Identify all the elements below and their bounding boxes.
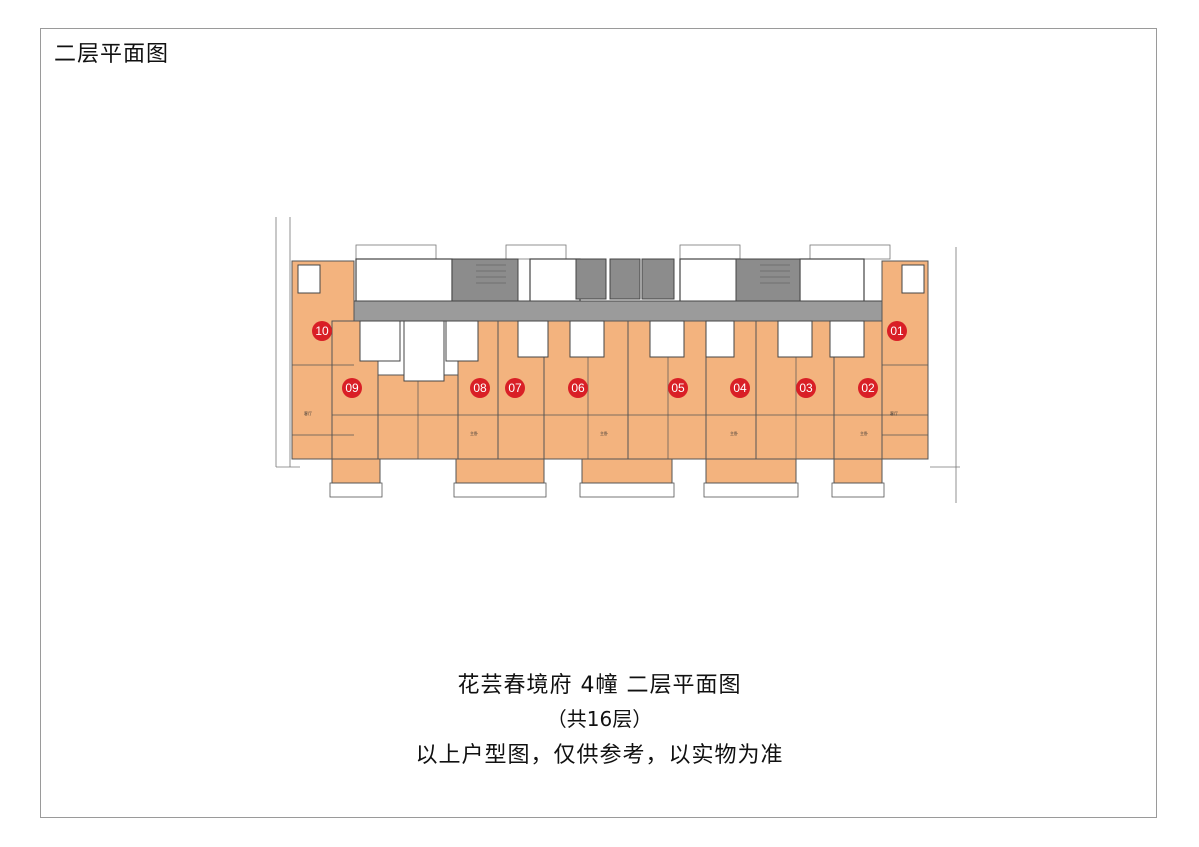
service-pockets [297,264,925,382]
balcony-rails [329,482,885,498]
svg-text:09: 09 [345,381,359,395]
page-title: 二层平面图 [54,42,170,67]
unit-badge-10: 10 [312,321,332,341]
svg-text:04: 04 [733,381,747,395]
top-rooms [355,258,865,304]
svg-text:07: 07 [508,381,522,395]
svg-text:01: 01 [890,324,904,338]
balconies [331,458,883,484]
unit-badge-01: 01 [887,321,907,341]
svg-text:02: 02 [861,381,875,395]
corridor [331,300,913,322]
svg-text:05: 05 [671,381,685,395]
caption-floor-count: （共16层） [546,707,653,731]
partitions [292,357,928,459]
svg-text:主卧: 主卧 [470,430,478,436]
caption-project-title: 花芸春境府 4幢 二层平面图 [457,673,742,698]
svg-text:客厅: 客厅 [304,410,312,416]
unit-badge-06: 06 [568,378,588,398]
room-labels: 客厅 客厅 主卧 主卧 主卧 主卧 [304,410,898,436]
svg-text:主卧: 主卧 [860,430,868,436]
page-frame [40,28,1157,818]
svg-text:10: 10 [315,324,329,338]
unit-badge-04: 04 [730,378,750,398]
floor-plan: 客厅 客厅 主卧 主卧 主卧 主卧 10 09 08 07 06 05 04 0… [275,217,960,503]
unit-badge-07: 07 [505,378,525,398]
svg-text:08: 08 [473,381,487,395]
unit-badge-09: 09 [342,378,362,398]
svg-text:主卧: 主卧 [600,430,608,436]
svg-text:主卧: 主卧 [730,430,738,436]
svg-text:客厅: 客厅 [890,410,898,416]
core-blocks [451,258,801,304]
unit-badge-03: 03 [796,378,816,398]
unit-badge-02: 02 [858,378,878,398]
svg-text:06: 06 [571,381,585,395]
unit-badge-08: 08 [470,378,490,398]
caption-disclaimer: 以上户型图，仅供参考，以实物为准 [415,743,784,768]
svg-text:03: 03 [799,381,813,395]
stair-treads [476,264,790,284]
unit-badge-05: 05 [668,378,688,398]
